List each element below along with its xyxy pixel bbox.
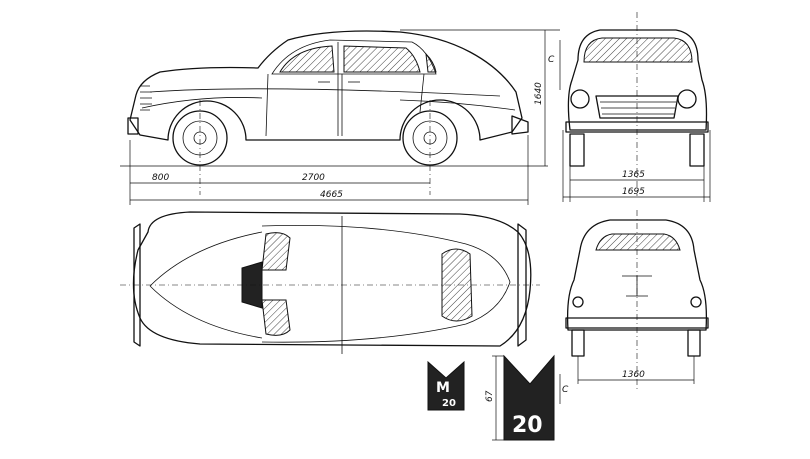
- top-rear-bumper: [517, 223, 527, 347]
- front-body-outline: [567, 29, 708, 131]
- front-left-tire: [569, 133, 585, 167]
- front-right-headlight: [677, 89, 697, 109]
- side-rear-door: [341, 73, 425, 136]
- rear-body-outline: [566, 219, 708, 331]
- top-rear-window: [441, 248, 473, 322]
- front-grille: [595, 95, 679, 119]
- dim-overall-length-label: 4665: [320, 190, 343, 200]
- side-fender-line: [141, 97, 516, 111]
- side-body-outline: [129, 30, 523, 141]
- front-windshield: [583, 37, 693, 63]
- rear-left-tire: [571, 329, 585, 357]
- large-emblem-shape: [503, 354, 555, 441]
- small-emblem-number: 20: [442, 398, 456, 409]
- rear-dimensions: 1360: [577, 356, 695, 384]
- side-quarter-window: [425, 52, 437, 73]
- dim-front-track-label: 1365: [622, 170, 645, 180]
- front-grille-bars: [600, 101, 676, 115]
- side-front-door: [265, 42, 339, 137]
- rear-right-taillight: [690, 296, 702, 308]
- side-beltline: [149, 88, 501, 97]
- dim-emblem-height-label: 67: [485, 390, 495, 402]
- front-dimensions: 1365 1695 C: [548, 40, 711, 202]
- front-view: [565, 12, 709, 196]
- side-front-bumper: [127, 117, 139, 135]
- dim-wheelbase-label: 2700: [302, 173, 325, 183]
- front-bumper: [565, 121, 709, 133]
- large-emblem-number: 20: [512, 413, 543, 438]
- rear-window: [595, 233, 681, 251]
- rear-bumper: [565, 317, 709, 329]
- emblem-section-mark: C: [562, 385, 569, 395]
- rear-view: [565, 210, 709, 390]
- side-rear-bumper: [511, 115, 529, 135]
- dim-overall-height-label: 1640: [534, 82, 544, 105]
- large-emblem: 20 67 C: [485, 354, 569, 441]
- top-view: [120, 211, 540, 354]
- top-windshield: [261, 232, 291, 336]
- side-front-window: [279, 45, 335, 73]
- rear-left-taillight: [572, 296, 584, 308]
- side-view: [120, 30, 548, 195]
- small-emblem: M 20: [427, 360, 465, 411]
- dim-overall-width-label: 1695: [622, 187, 645, 197]
- front-left-headlight: [570, 89, 590, 109]
- side-rear-window: [343, 45, 421, 73]
- small-emblem-letter: M: [436, 380, 450, 396]
- top-roof-outline: [261, 224, 511, 343]
- top-front-bumper: [133, 223, 141, 347]
- dim-front-overhang-label: 800: [152, 173, 169, 183]
- dim-rear-track-label: 1360: [622, 370, 645, 380]
- side-grille: [140, 85, 152, 111]
- front-section-mark: C: [548, 55, 555, 65]
- front-right-tire: [689, 133, 705, 167]
- side-dimensions: 800 2700 4665 1640: [129, 29, 560, 205]
- top-hood-crease: [149, 231, 263, 339]
- small-emblem-shape: [427, 360, 465, 411]
- rear-right-tire: [687, 329, 701, 357]
